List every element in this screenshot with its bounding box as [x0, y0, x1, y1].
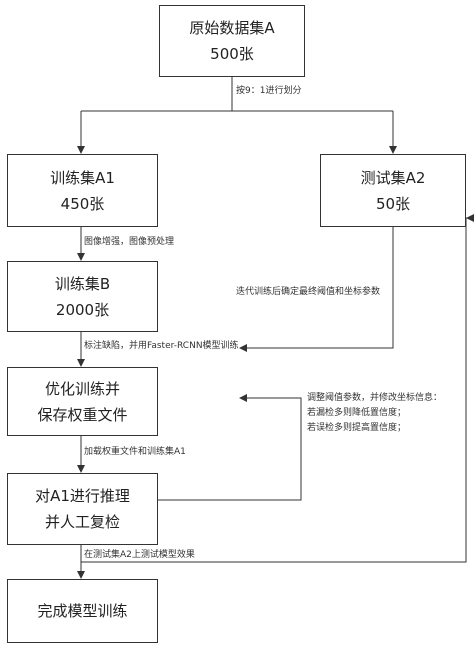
edge-label-adjust-2: 若漏检多则降低置信度； [307, 408, 407, 418]
edge-label-augment: 图像增强，图像预处理 [84, 237, 175, 247]
node-finish-training: 完成模型训练 [7, 579, 158, 643]
node-original-dataset: 原始数据集A 500张 [159, 5, 305, 77]
node-count: 2000张 [55, 300, 110, 319]
node-train-b: 训练集B 2000张 [7, 261, 158, 332]
arrowhead-test-a2 [466, 214, 474, 222]
node-title: 对A1进行推理 [35, 487, 130, 505]
node-title: 训练集A1 [50, 168, 115, 187]
edge-label-adjust-1: 调整阈值参数，并修改坐标信息： [307, 393, 443, 403]
node-test-a2: 测试集A2 50张 [320, 154, 466, 227]
edge-label-iterate: 迭代训练后确定最终阈值和坐标参数 [236, 287, 381, 297]
edge-label-test-eval: 在测试集A2上测试模型效果 [84, 550, 195, 560]
edge-label-label-defects: 标注缺陷，并用Faster-RCNN模型训练 [84, 341, 239, 351]
node-optimize-training: 优化训练并 保存权重文件 [7, 367, 158, 436]
node-count: 500张 [210, 45, 254, 63]
node-title: 测试集A2 [360, 168, 426, 187]
edge-label-load-weights: 加载权重文件和训练集A1 [84, 447, 186, 457]
node-title: 原始数据集A [189, 19, 275, 37]
node-inference-review: 对A1进行推理 并人工复检 [7, 473, 158, 545]
edge-test-a2-feedback [239, 227, 394, 352]
edge-label-split: 按9：1进行划分 [236, 86, 302, 96]
edge-infer-feedback [158, 394, 302, 501]
node-count: 50张 [375, 194, 411, 213]
node-subtitle: 保存权重文件 [37, 405, 128, 424]
node-train-a1: 训练集A1 450张 [7, 154, 158, 227]
node-title: 训练集B [54, 274, 111, 293]
node-count: 450张 [60, 194, 105, 213]
edge-label-adjust-3: 若误检多则提高置信度； [307, 423, 407, 433]
node-subtitle: 并人工复检 [44, 513, 120, 531]
node-title: 优化训练并 [44, 379, 120, 398]
node-title: 完成模型训练 [37, 602, 128, 620]
